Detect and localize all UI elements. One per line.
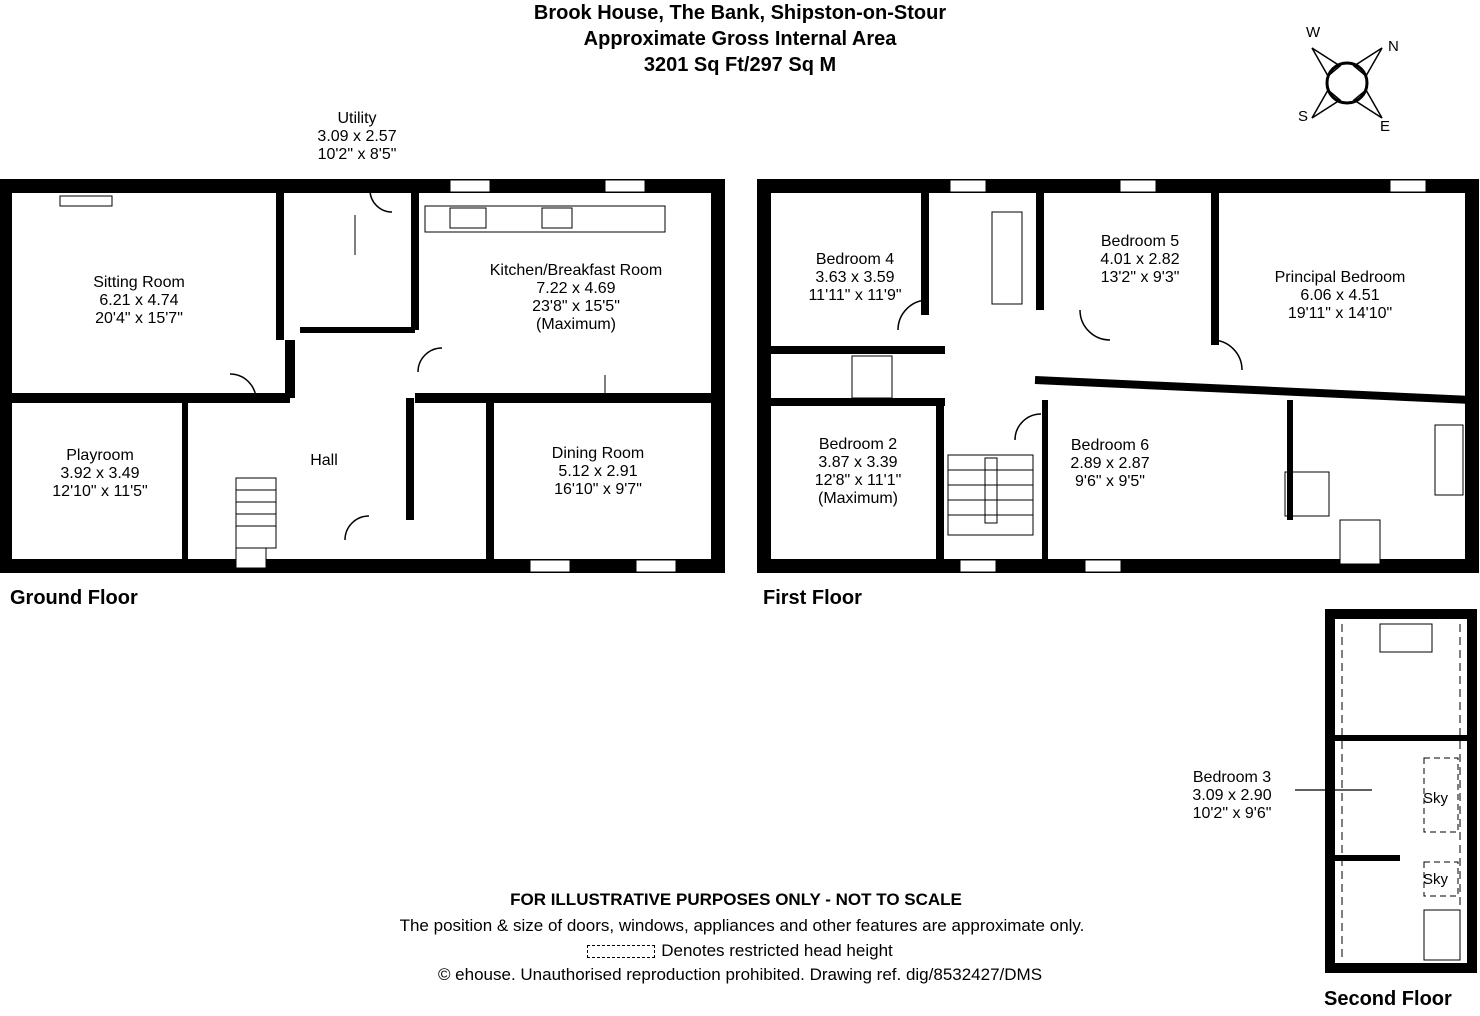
floor-title-ground: Ground Floor bbox=[10, 587, 138, 609]
restricted-text: Denotes restricted head height bbox=[661, 941, 893, 960]
room-metric: 4.01 x 2.82 bbox=[1100, 251, 1180, 268]
room-name: Hall bbox=[310, 452, 338, 469]
room-imperial: 11'11" x 11'9" bbox=[808, 287, 902, 304]
room-note: (Maximum) bbox=[536, 316, 616, 333]
room-name: Bedroom 3 bbox=[1192, 769, 1272, 786]
room-kitchen: Kitchen/Breakfast Room 7.22 x 4.69 23'8"… bbox=[490, 262, 663, 334]
area-value: 3201 Sq Ft/297 Sq M bbox=[643, 54, 837, 76]
compass-w: W bbox=[1306, 24, 1321, 41]
room-name: Bedroom 4 bbox=[815, 251, 895, 268]
room-note: (Maximum) bbox=[818, 490, 898, 507]
compass-s: S bbox=[1298, 108, 1309, 125]
room-playroom: Playroom 3.92 x 3.49 12'10" x 11'5" bbox=[52, 447, 147, 501]
approx-note: The position & size of doors, windows, a… bbox=[399, 916, 1085, 935]
compass-e: E bbox=[1380, 118, 1391, 135]
room-dining: Dining Room 5.12 x 2.91 16'10" x 9'7" bbox=[552, 445, 644, 499]
room-principal-bedroom: Principal Bedroom 6.06 x 4.51 19'11" x 1… bbox=[1275, 269, 1406, 323]
ground-floor-plan bbox=[0, 179, 725, 573]
room-metric: 3.09 x 2.90 bbox=[1192, 787, 1272, 804]
room-imperial: 12'8" x 11'1" bbox=[814, 472, 902, 489]
room-imperial: 20'4" x 15'7" bbox=[95, 310, 183, 327]
room-metric: 3.92 x 3.49 bbox=[60, 465, 140, 482]
room-metric: 3.63 x 3.59 bbox=[815, 269, 895, 286]
room-imperial: 19'11" x 14'10" bbox=[1287, 305, 1393, 322]
room-name: Playroom bbox=[66, 447, 134, 464]
room-name: Sitting Room bbox=[93, 274, 185, 291]
second-floor-plan bbox=[1295, 609, 1477, 973]
room-metric: 6.06 x 4.51 bbox=[1300, 287, 1380, 304]
area-label: Approximate Gross Internal Area bbox=[583, 28, 897, 50]
room-imperial: 10'2" x 8'5" bbox=[317, 146, 397, 163]
room-name: Bedroom 2 bbox=[818, 436, 898, 453]
disclaimer: FOR ILLUSTRATIVE PURPOSES ONLY - NOT TO … bbox=[510, 890, 962, 909]
restricted-height-key bbox=[587, 945, 656, 959]
room-imperial: 10'2" x 9'6" bbox=[1192, 805, 1272, 822]
room-name: Kitchen/Breakfast Room bbox=[489, 262, 663, 279]
room-bedroom-5: Bedroom 5 4.01 x 2.82 13'2" x 9'3" bbox=[1100, 233, 1179, 287]
plan-address: Brook House, The Bank, Shipston-on-Stour bbox=[533, 2, 947, 24]
room-imperial: 12'10" x 11'5" bbox=[52, 483, 148, 500]
room-metric: 3.87 x 3.39 bbox=[818, 454, 898, 471]
skylight-label: Sky bbox=[1423, 790, 1449, 807]
room-name: Principal Bedroom bbox=[1274, 269, 1406, 286]
room-metric: 5.12 x 2.91 bbox=[558, 463, 638, 480]
floor-title-second: Second Floor bbox=[1324, 988, 1452, 1010]
first-floor-plan bbox=[757, 179, 1479, 573]
room-metric: 7.22 x 4.69 bbox=[536, 280, 616, 297]
floor-title-first: First Floor bbox=[763, 587, 862, 609]
room-name: Dining Room bbox=[551, 445, 645, 462]
room-name: Bedroom 5 bbox=[1100, 233, 1180, 250]
skylight-label: Sky bbox=[1423, 871, 1449, 888]
room-metric: 6.21 x 4.74 bbox=[99, 292, 179, 309]
room-bedroom-3: Bedroom 3 3.09 x 2.90 10'2" x 9'6" bbox=[1192, 769, 1271, 823]
copyright: © ehouse. Unauthorised reproduction proh… bbox=[437, 965, 1043, 984]
room-sitting: Sitting Room 6.21 x 4.74 20'4" x 15'7" bbox=[93, 274, 185, 328]
room-name: Bedroom 6 bbox=[1070, 437, 1150, 454]
room-bedroom-2: Bedroom 2 3.87 x 3.39 12'8" x 11'1" (Max… bbox=[815, 436, 902, 508]
room-hall: Hall bbox=[310, 452, 338, 470]
room-bedroom-6: Bedroom 6 2.89 x 2.87 9'6" x 9'5" bbox=[1070, 437, 1149, 491]
compass-n: N bbox=[1388, 38, 1399, 55]
room-bedroom-4: Bedroom 4 3.63 x 3.59 11'11" x 11'9" bbox=[808, 251, 901, 305]
room-imperial: 23'8" x 15'5" bbox=[532, 298, 620, 315]
restricted-note: Denotes restricted head height bbox=[0, 941, 1480, 961]
room-imperial: 16'10" x 9'7" bbox=[554, 481, 642, 498]
room-imperial: 13'2" x 9'3" bbox=[1100, 269, 1180, 286]
room-metric: 2.89 x 2.87 bbox=[1070, 455, 1150, 472]
room-utility: Utility 3.09 x 2.57 10'2" x 8'5" bbox=[317, 110, 396, 164]
compass-icon: W N S E bbox=[1290, 24, 1405, 138]
room-metric: 3.09 x 2.57 bbox=[317, 128, 397, 145]
room-name: Utility bbox=[337, 110, 377, 127]
room-imperial: 9'6" x 9'5" bbox=[1075, 473, 1145, 490]
